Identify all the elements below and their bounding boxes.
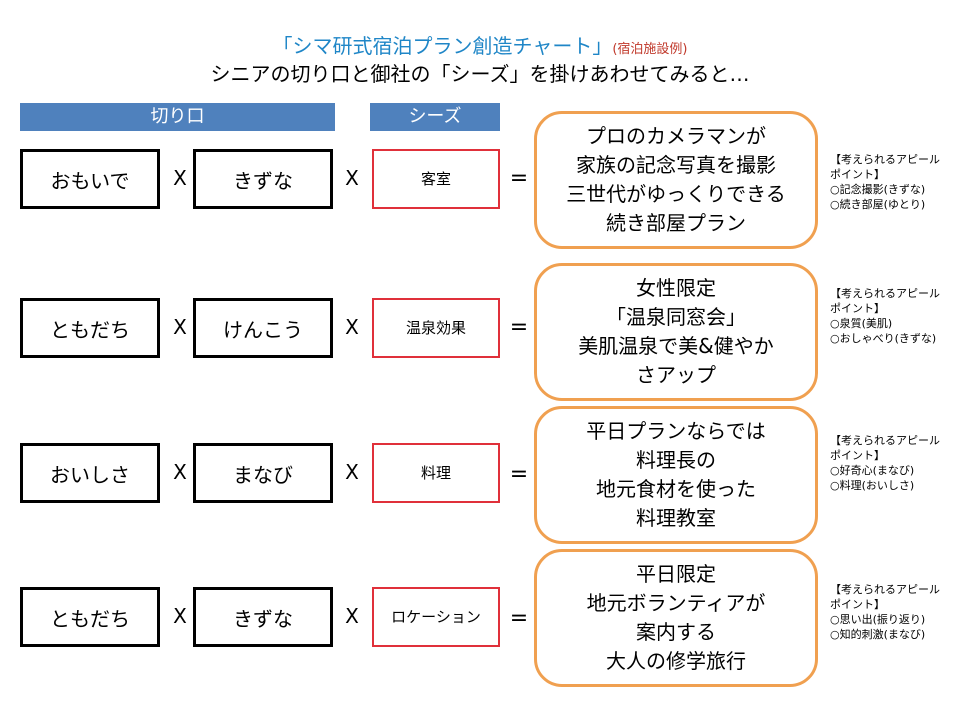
kiriguchi-box-1: おいしさ [20,443,160,503]
chart-title-main: 「シマ研式宿泊プラン創造チャート」 [272,34,613,58]
kiriguchi-box-1: おもいで [20,149,160,209]
needs-box: 料理 [372,443,500,503]
appeal-points: 【考えられるアピール ポイント】 ○好奇心(まなび) ○料理(おいしさ) [830,433,958,493]
result-line: 平日プランならでは [586,419,766,443]
appeal-heading: ポイント】 [830,598,885,611]
cross-operator: X [173,166,187,190]
cross-operator: X [173,460,187,484]
appeal-heading: 【考えられるアピール [830,287,940,300]
cross-operator: X [345,460,359,484]
result-line: 案内する [636,620,716,644]
equals-operator: = [509,462,529,487]
needs-box: ロケーション [372,587,500,647]
result-line: 地元ボランティアが [586,591,766,615]
appeal-heading: 【考えられるアピール [830,153,940,166]
appeal-item: ○料理(おいしさ) [830,479,915,492]
result-box: プロのカメラマンが 家族の記念写真を撮影 三世代がゆっくりできる 続き部屋プラン [534,111,818,249]
kiriguchi-box-2: まなび [193,443,333,503]
appeal-points: 【考えられるアピール ポイント】 ○思い出(振り返り) ○知的刺激(まなび) [830,582,958,642]
result-line: 三世代がゆっくりできる [566,182,786,206]
result-line: さアップ [636,363,716,387]
appeal-item: ○好奇心(まなび) [830,464,915,477]
result-box: 平日限定 地元ボランティアが 案内する 大人の修学旅行 [534,549,818,687]
appeal-heading: ポイント】 [830,168,885,181]
equals-operator: = [509,315,529,340]
appeal-item: ○記念撮影(きずな) [830,183,926,196]
appeal-heading: ポイント】 [830,302,885,315]
chart-title-sub: (宿泊施設例) [612,42,688,57]
equals-operator: = [509,166,529,191]
result-line: 料理長の [636,448,716,472]
kiriguchi-box-2: きずな [193,587,333,647]
result-line: 平日限定 [636,562,716,586]
kiriguchi-box-2: けんこう [193,298,333,358]
result-box: 平日プランならでは 料理長の 地元食材を使った 料理教室 [534,406,818,544]
needs-box: 客室 [372,149,500,209]
equals-operator: = [509,606,529,631]
cross-operator: X [345,315,359,339]
result-box: 女性限定 「温泉同窓会」 美肌温泉で美&健やか さアップ [534,263,818,401]
result-line: プロのカメラマンが [586,124,766,148]
result-line: 地元食材を使った [596,477,756,501]
appeal-points: 【考えられるアピール ポイント】 ○記念撮影(きずな) ○続き部屋(ゆとり) [830,152,958,212]
appeal-heading: 【考えられるアピール [830,583,940,596]
cross-operator: X [173,604,187,628]
result-line: 大人の修学旅行 [606,649,746,673]
kiriguchi-box-1: ともだち [20,587,160,647]
header-needs: シーズ [370,103,500,131]
header-kiriguchi: 切り口 [20,103,335,131]
result-line: 「温泉同窓会」 [606,305,746,329]
appeal-item: ○知的刺激(まなび) [830,628,926,641]
appeal-heading: ポイント】 [830,449,885,462]
needs-box: 温泉効果 [372,298,500,358]
result-line: 美肌温泉で美&健やか [578,334,774,358]
chart-title: 「シマ研式宿泊プラン創造チャート」(宿泊施設例) [0,30,960,59]
cross-operator: X [345,166,359,190]
result-line: 料理教室 [636,506,716,530]
result-line: 続き部屋プラン [606,211,746,235]
appeal-heading: 【考えられるアピール [830,434,940,447]
chart-subtitle: シニアの切り口と御社の「シーズ」を掛けあわせてみると… [210,62,750,86]
appeal-item: ○続き部屋(ゆとり) [830,198,926,211]
cross-operator: X [173,315,187,339]
appeal-points: 【考えられるアピール ポイント】 ○泉質(美肌) ○おしゃべり(きずな) [830,286,958,346]
result-line: 家族の記念写真を撮影 [576,153,776,177]
appeal-item: ○泉質(美肌) [830,317,893,330]
kiriguchi-box-1: ともだち [20,298,160,358]
kiriguchi-box-2: きずな [193,149,333,209]
cross-operator: X [345,604,359,628]
appeal-item: ○おしゃべり(きずな) [830,332,937,345]
result-line: 女性限定 [636,276,716,300]
appeal-item: ○思い出(振り返り) [830,613,926,626]
